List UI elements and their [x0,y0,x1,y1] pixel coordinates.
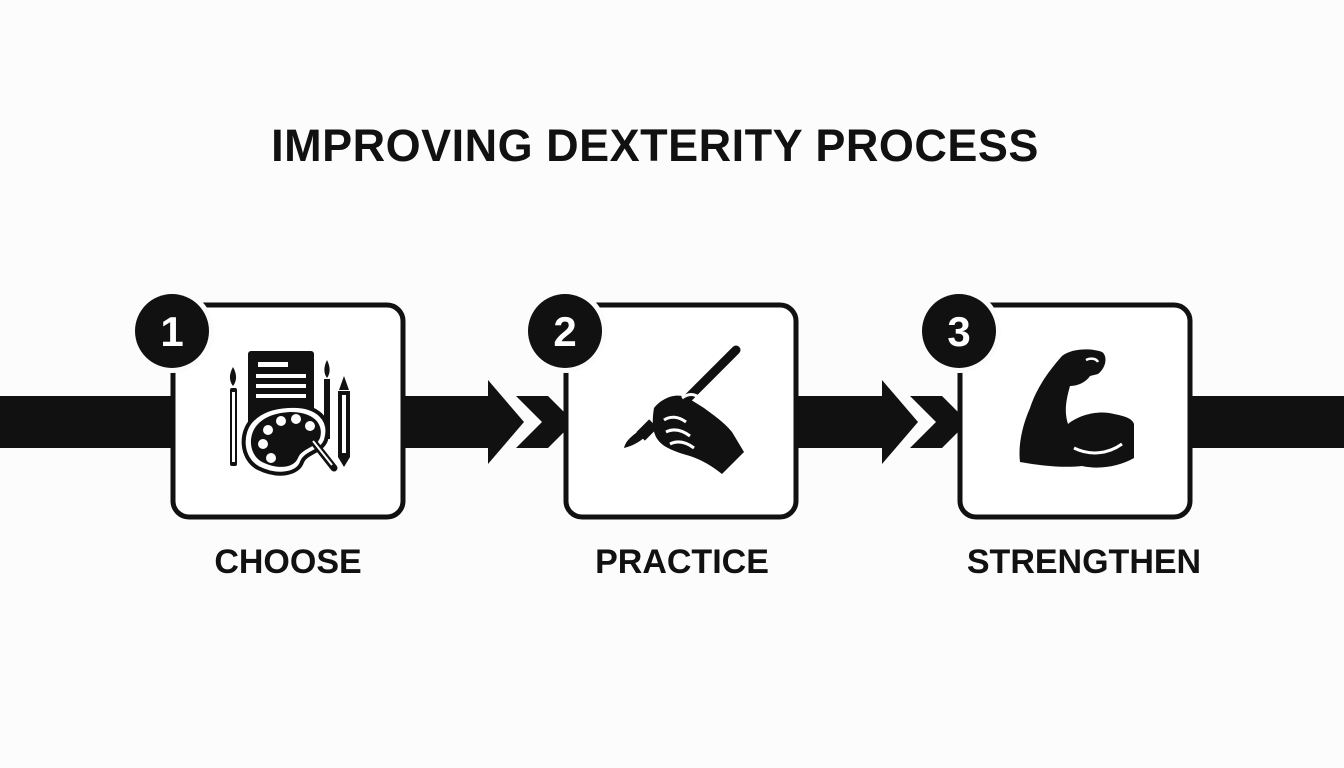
step-label-practice: PRACTICE [595,543,769,581]
flow-arrowhead-tail [910,396,968,448]
flow-band-end [1186,396,1344,448]
step-number: 2 [553,308,576,355]
step-number-badge: 2 [523,289,607,373]
diagram-title: IMPROVING DEXTERITY PROCESS [271,120,1039,171]
step-label-strengthen: STRENGTHEN [966,543,1202,581]
step-number-badge: 1 [130,289,214,373]
flow-band-start [0,396,180,448]
flow-arrowhead-tail [516,396,574,448]
flow-band-segment [792,396,882,448]
flexed-bicep-icon [1019,349,1134,468]
step-label-choose: CHOOSE [214,543,362,581]
step-number: 3 [947,308,970,355]
flow-band-segment [398,396,488,448]
flow-arrowhead [882,380,918,464]
step-box [957,302,1193,520]
art-supplies-icon [229,351,350,476]
step-number: 1 [160,308,183,355]
flow-arrowhead [488,380,524,464]
hand-holding-brush-icon [624,345,744,474]
step-number-badge: 3 [917,289,1001,373]
